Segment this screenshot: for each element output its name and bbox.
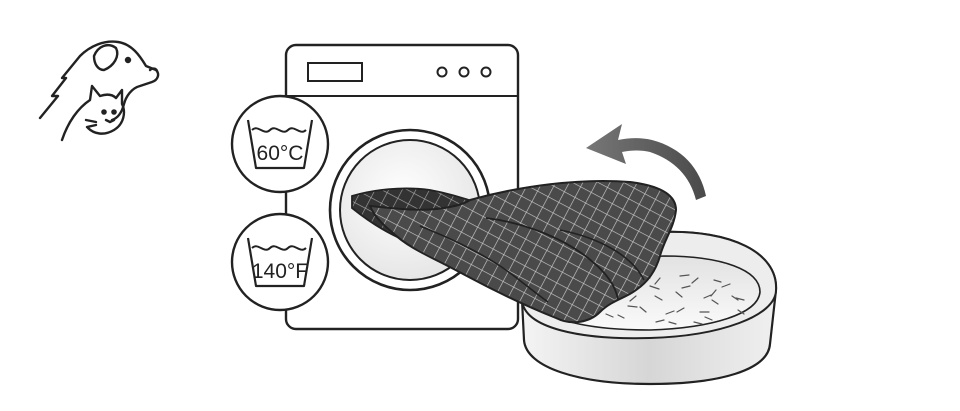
wash-symbol-140f: 140°F [230,212,330,312]
dog-and-cat-icon [38,40,160,142]
blanket-fold [485,217,619,301]
curved-arrow-icon [586,124,706,200]
wash-symbol-60c: 60°C [230,94,330,194]
wash-temperature-label: 140°F [252,260,308,283]
blanket-fold [559,229,645,281]
machine-knob [480,66,492,78]
machine-knob [436,66,448,78]
blanket-fabric [368,179,678,324]
checkered-blanket [368,179,678,324]
machine-knob [458,66,470,78]
machine-display [307,62,363,82]
blanket-fold [419,225,549,303]
wash-temperature-label: 60°C [257,142,304,165]
